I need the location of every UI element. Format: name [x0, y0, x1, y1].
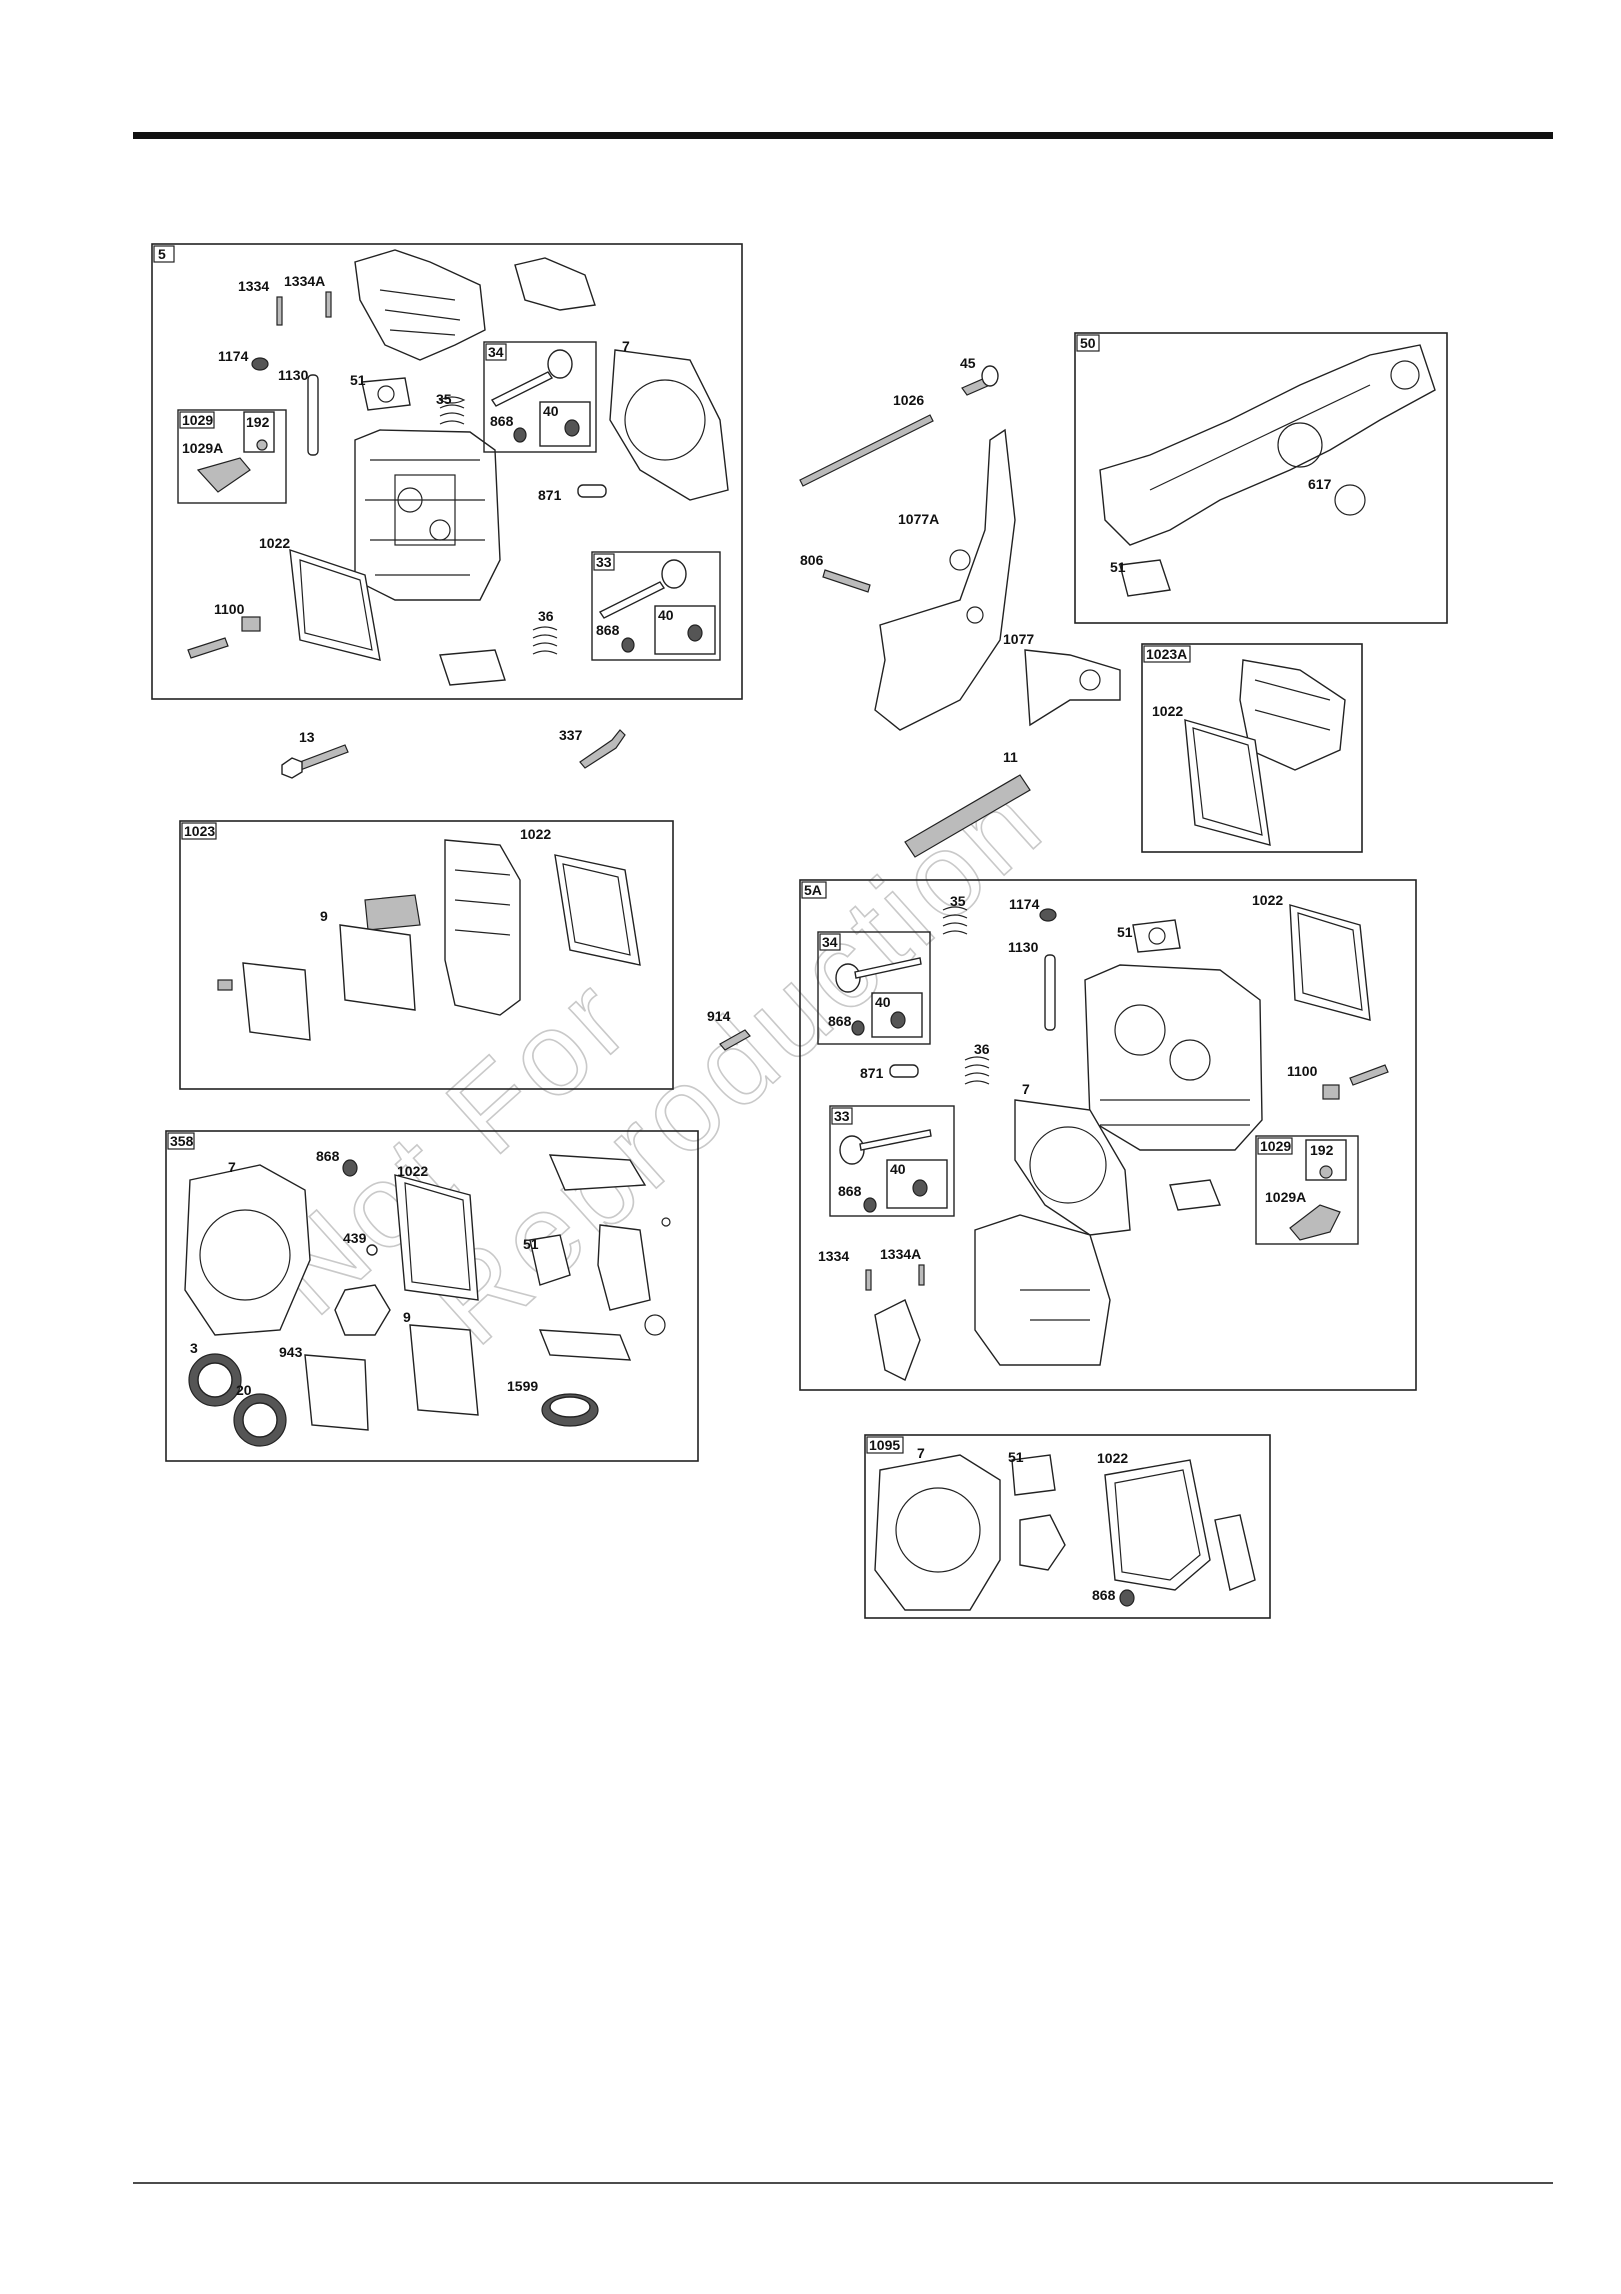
svg-text:1029: 1029	[1260, 1138, 1291, 1154]
label-1174: 1174	[1009, 896, 1040, 912]
label-1022: 1022	[520, 826, 551, 842]
panel-358: 358 7 868 1022 439 51 9 3 943 20 1599	[165, 1130, 699, 1462]
svg-text:1023A: 1023A	[1146, 646, 1187, 662]
bracket-part	[874, 428, 1016, 731]
svg-text:34: 34	[822, 934, 838, 950]
label-1022: 1022	[259, 535, 290, 551]
svg-text:50: 50	[1080, 335, 1096, 351]
label-1022: 1022	[397, 1163, 428, 1179]
svg-text:40: 40	[658, 607, 674, 623]
label-1130: 1130	[278, 367, 309, 383]
intake-manifold-part	[1099, 344, 1436, 546]
label-868: 868	[316, 1148, 340, 1164]
label-868: 868	[838, 1183, 862, 1199]
label-7: 7	[228, 1159, 236, 1175]
label-1334A: 1334A	[880, 1246, 921, 1262]
label-9: 9	[403, 1309, 411, 1325]
cylinder-head-part	[354, 429, 501, 601]
label-1077A: 1077A	[898, 511, 939, 527]
svg-text:40: 40	[543, 403, 559, 419]
label-1029A: 1029A	[1265, 1189, 1306, 1205]
rocker-cover-part	[444, 839, 521, 1016]
label-617: 617	[1308, 476, 1332, 492]
label-1100: 1100	[1287, 1063, 1318, 1079]
panel-1095: 1095 7 51 1022 868	[864, 1434, 1271, 1619]
label-1334: 1334	[818, 1248, 849, 1264]
label-1334A: 1334A	[284, 273, 325, 289]
svg-text:5A: 5A	[804, 882, 822, 898]
label-868: 868	[596, 622, 620, 638]
label-7: 7	[622, 338, 630, 354]
svg-text:33: 33	[596, 554, 612, 570]
label-1334: 1334	[238, 278, 269, 294]
svg-text:40: 40	[890, 1161, 906, 1177]
svg-text:192: 192	[1310, 1142, 1334, 1158]
label-11: 11	[1003, 749, 1018, 765]
label-51: 51	[1008, 1449, 1024, 1465]
label-439: 439	[343, 1230, 367, 1246]
label-1022: 1022	[1097, 1450, 1128, 1466]
label-45: 45	[960, 355, 976, 371]
panel-1023: 1023 1022 9	[179, 820, 674, 1090]
label-51: 51	[1117, 924, 1133, 940]
svg-text:40: 40	[875, 994, 891, 1010]
label-7: 7	[917, 1445, 925, 1461]
head-gasket-part	[609, 349, 729, 501]
panel-5: 5	[151, 243, 743, 700]
panel-1023A: 1023A 1022	[1141, 643, 1363, 853]
label-51: 51	[1110, 559, 1126, 575]
label-7: 7	[1022, 1081, 1030, 1097]
label-1029A: 1029A	[182, 440, 223, 456]
svg-text:358: 358	[170, 1133, 194, 1149]
label-806: 806	[800, 552, 824, 568]
label-36: 36	[974, 1041, 990, 1057]
label-868: 868	[828, 1013, 852, 1029]
label-1130: 1130	[1008, 939, 1039, 955]
panel-50: 50 617 51	[1074, 332, 1448, 624]
label-3: 3	[190, 1340, 198, 1356]
label-51: 51	[523, 1236, 539, 1252]
svg-text:33: 33	[834, 1108, 850, 1124]
label-13: 13	[299, 729, 315, 745]
header-rule	[133, 132, 1553, 139]
label-1077: 1077	[1003, 631, 1034, 647]
label-35: 35	[950, 893, 966, 909]
svg-text:5: 5	[158, 246, 166, 262]
label-51: 51	[350, 372, 366, 388]
label-914: 914	[707, 1008, 731, 1024]
label-337: 337	[559, 727, 583, 743]
label-1022: 1022	[1152, 703, 1183, 719]
valve-cover-part	[354, 249, 486, 361]
label-9: 9	[320, 908, 328, 924]
label-1100: 1100	[214, 601, 245, 617]
shield-part	[514, 257, 596, 311]
label-20: 20	[236, 1382, 252, 1398]
svg-text:34: 34	[488, 344, 504, 360]
svg-text:192: 192	[246, 414, 270, 430]
label-868: 868	[1092, 1587, 1116, 1603]
cylinder-head-part	[1084, 964, 1263, 1151]
svg-text:1095: 1095	[869, 1437, 900, 1453]
loose-parts-left: 13 337 914	[281, 727, 751, 1051]
label-868: 868	[490, 413, 514, 429]
label-1174: 1174	[218, 348, 249, 364]
label-871: 871	[538, 487, 562, 503]
svg-text:1029: 1029	[182, 412, 213, 428]
label-36: 36	[538, 608, 554, 624]
svg-text:1023: 1023	[184, 823, 215, 839]
label-1022: 1022	[1252, 892, 1283, 908]
label-943: 943	[279, 1344, 303, 1360]
label-35: 35	[436, 391, 452, 407]
panel-5A: 5A 34 40 33	[799, 879, 1417, 1391]
label-1599: 1599	[507, 1378, 538, 1394]
label-1026: 1026	[893, 392, 924, 408]
label-871: 871	[860, 1065, 884, 1081]
loose-parts-right: 45 1026 1077A 806 1077 11	[799, 355, 1121, 858]
